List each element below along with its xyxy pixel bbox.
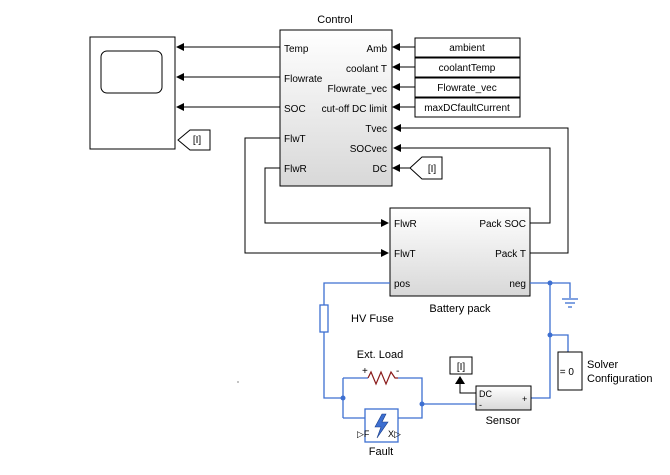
ext-load-plus: + [362,366,368,377]
battery-port-pack-t: Pack T [495,249,526,260]
control-port-flowrate-vec: Flowrate_vec [328,84,387,95]
solver-label-line2: Configuration [587,373,652,385]
battery-pack-block[interactable]: FlwR FlwT pos Pack SOC Pack T neg [389,207,531,297]
control-subsystem[interactable]: Temp Flowrate SOC FlwT FlwR Amb coolant … [279,29,393,187]
battery-port-neg: neg [509,279,526,290]
battery-pack-title: Battery pack [429,303,491,315]
sensor-label: Sensor [486,415,521,427]
fault-port-f: ▷F [357,429,370,439]
control-title: Control [317,14,352,26]
solver-configuration-block[interactable]: f(x) = 0 [543,351,583,391]
ext-load-minus: - [396,366,399,377]
sensor-port-plus: + [522,394,527,404]
battery-port-pos: pos [394,279,410,290]
battery-port-flwr: FlwR [394,219,417,230]
control-to-scope-lines [176,43,280,111]
fault-label: Fault [369,446,393,458]
fault-block[interactable]: ▷F X▷ [357,408,401,443]
sensor-goto-tag-label: [I] [457,362,466,373]
fault-port-x: X▷ [388,429,401,439]
control-port-flwt: FlwT [284,134,306,145]
battery-port-flwt: FlwT [394,249,416,260]
control-port-temp: Temp [284,44,309,55]
physical-junctions [340,280,553,407]
lightning-icon [374,413,389,439]
control-port-coolant-t: coolant T [346,64,387,75]
source-to-control-lines [392,43,415,111]
source-ambient[interactable]: ambient [414,37,521,58]
scope-block[interactable] [89,36,176,150]
resistor-icon [367,370,398,386]
ext-load-label: Ext. Load [357,349,403,361]
control-port-flowrate: Flowrate [284,74,323,85]
sensor-goto-tag[interactable]: [I] [449,356,473,375]
scope-screen-icon [100,50,163,94]
battery-port-pack-soc: Pack SOC [479,219,526,230]
control-port-cutoff: cut-off DC limit [322,104,388,115]
source-flowrate-vec-label: Flowrate_vec [437,83,496,94]
scope-from-tag-label: [I] [193,135,202,146]
hv-fuse-label: HV Fuse [351,313,394,325]
dc-from-tag-label: [I] [428,164,437,175]
source-maxdcfaultcurrent-label: maxDCfaultCurrent [424,103,510,114]
sensor-port-dc: DC [479,389,492,399]
control-port-tvec: Tvec [365,124,387,135]
sensor-port-minus: - [479,400,482,410]
scope-from-tag[interactable]: [I] [177,129,211,151]
control-port-soc: SOC [284,104,306,115]
source-coolanttemp-label: coolantTemp [439,63,496,74]
solver-label-line1: Solver [587,359,619,371]
control-port-socvec: SOCvec [350,144,387,155]
control-port-flwr: FlwR [284,164,307,175]
feedback-signal-lines [244,124,569,257]
physical-network-lines [323,282,571,419]
solver-fx-icon: f(x) = 0 [543,367,575,378]
ext-load-resistor[interactable]: + - [362,366,399,386]
sensor-goto-arrow-icon [455,376,465,384]
sensor-block[interactable]: DC - + [475,385,532,411]
source-maxdcfaultcurrent[interactable]: maxDCfaultCurrent [414,97,521,118]
hv-fuse-icon[interactable] [319,304,329,333]
ground-icon[interactable] [562,298,578,308]
control-port-amb: Amb [366,44,387,55]
dc-from-tag[interactable]: [I] [409,156,443,180]
source-ambient-label: ambient [449,43,485,54]
control-port-dc: DC [373,164,387,175]
source-flowrate-vec[interactable]: Flowrate_vec [414,77,521,98]
source-coolanttemp[interactable]: coolantTemp [414,57,521,78]
